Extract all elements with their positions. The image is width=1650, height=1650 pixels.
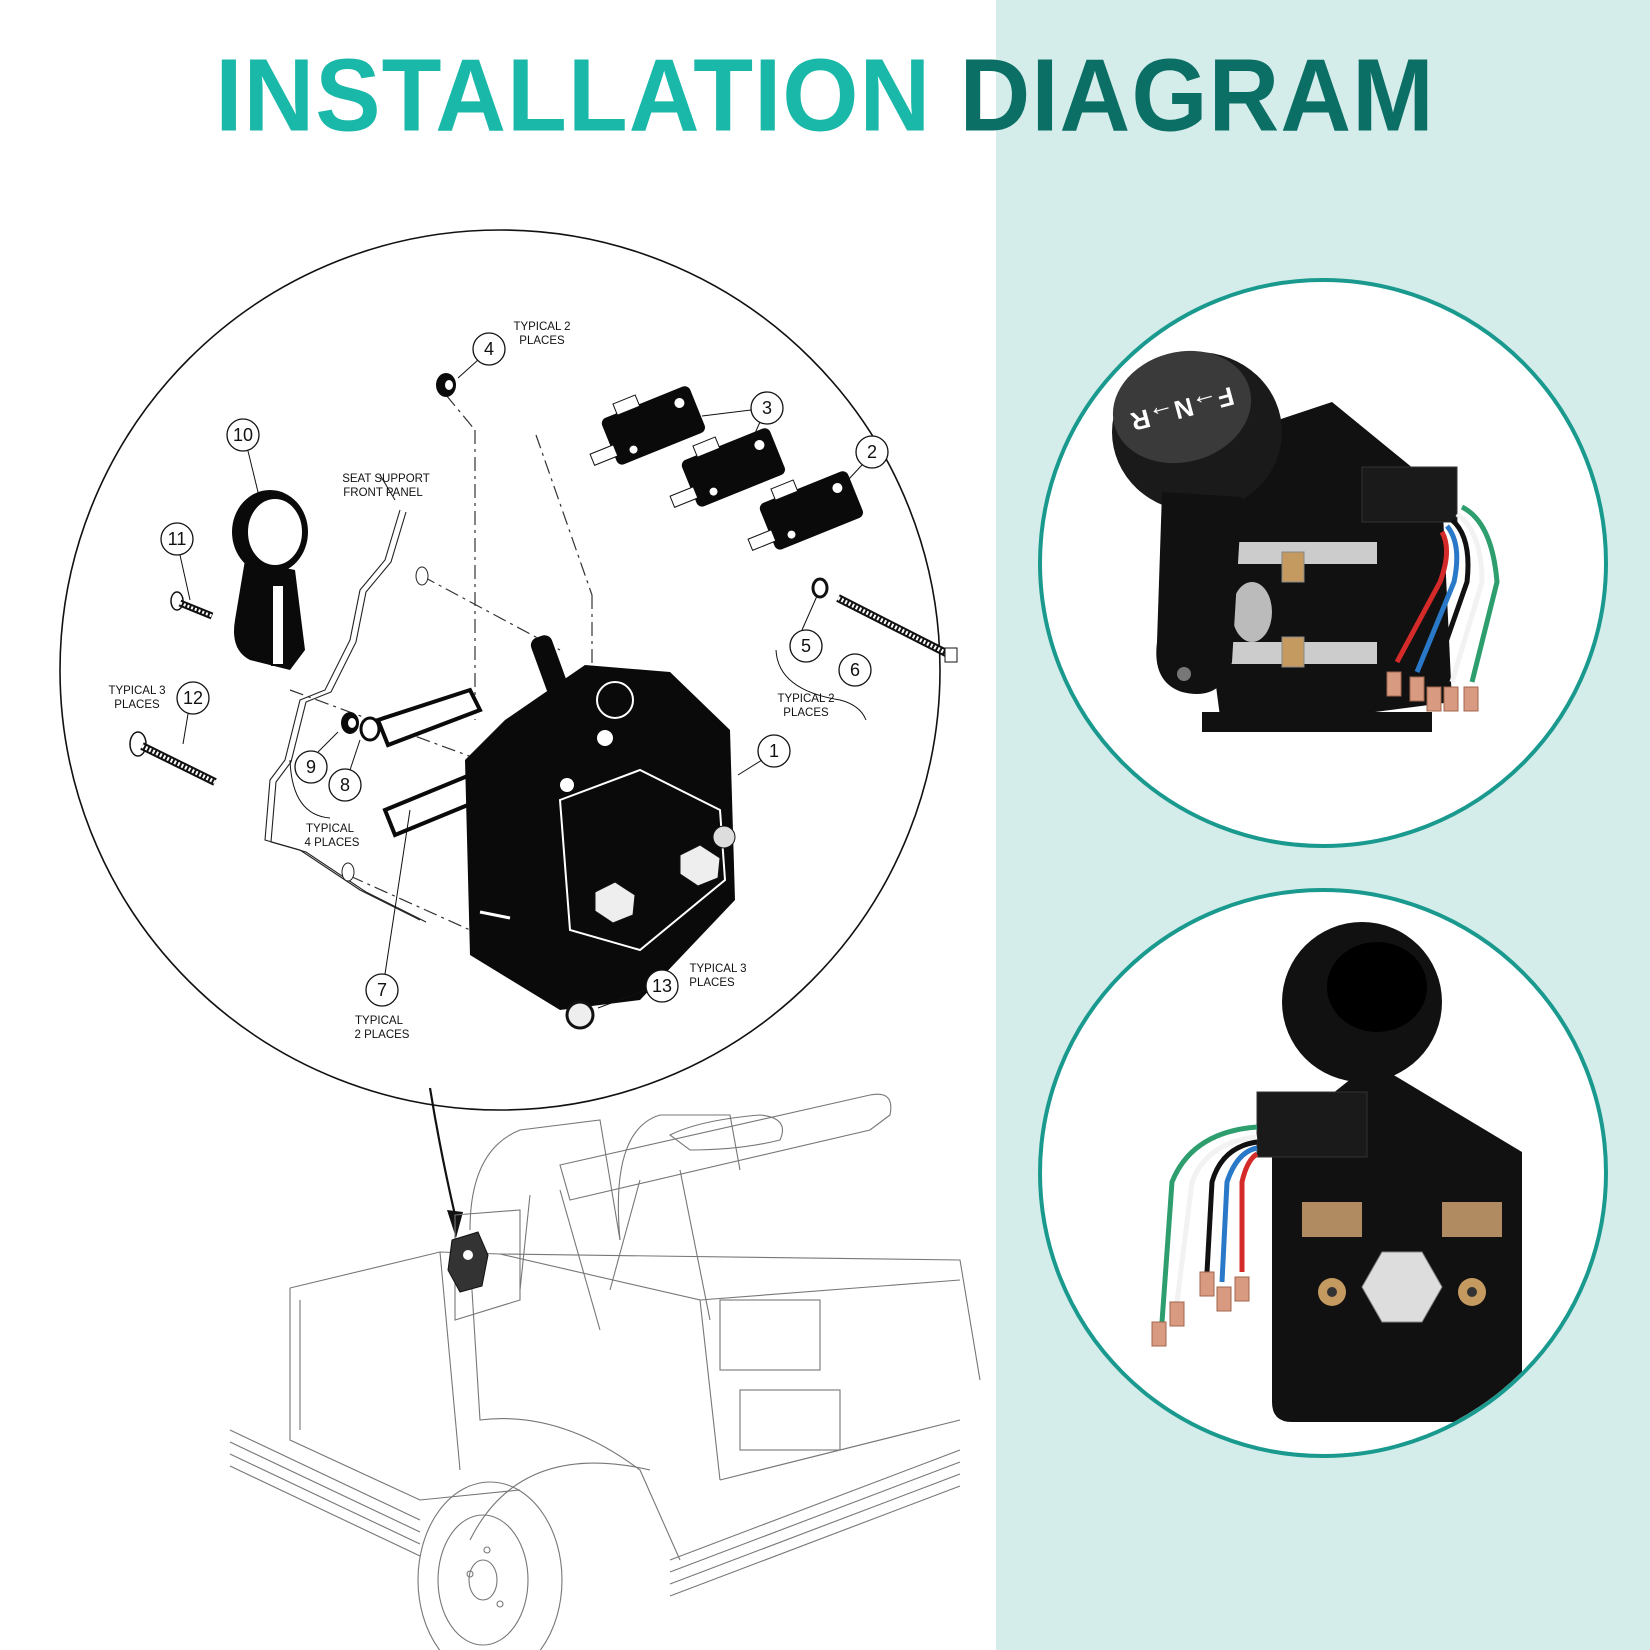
detail-circle (59, 229, 941, 1111)
switch-front-illustration: F→N→R (1112, 350, 1500, 732)
svg-text:13: 13 (652, 976, 672, 996)
nut-and-washer-parts (341, 712, 381, 742)
svg-text:6: 6 (850, 660, 860, 680)
switch-housing-part (465, 635, 736, 1030)
seat-support-panel (264, 474, 427, 923)
long-screw-part (811, 577, 958, 663)
bracket-plates (375, 687, 483, 838)
label-typical-2-places-c: TYPICAL (355, 1015, 404, 1027)
product-photo-front: F→N→R (1038, 278, 1608, 848)
micro-switches (589, 386, 864, 551)
shift-handle-part (232, 490, 308, 670)
svg-text:2 PLACES: 2 PLACES (355, 1029, 410, 1041)
svg-text:PLACES: PLACES (689, 977, 735, 989)
label-typical-3-places-b: TYPICAL 3 (689, 963, 746, 975)
label-seat-support: SEAT SUPPORT (342, 473, 430, 485)
svg-text:1: 1 (769, 741, 779, 761)
panel-hole (341, 862, 355, 882)
label-typical-3-places: TYPICAL 3 (108, 685, 165, 697)
callout-bubbles (160, 332, 889, 1007)
svg-text:9: 9 (306, 757, 316, 777)
top-nut-part (436, 373, 456, 397)
svg-text:4 PLACES: 4 PLACES (305, 837, 360, 849)
svg-text:12: 12 (183, 688, 203, 708)
svg-text:PLACES: PLACES (114, 699, 160, 711)
title-word-diagram: DIAGRAM (959, 37, 1435, 153)
svg-text:4: 4 (484, 339, 494, 359)
location-arrow (428, 1087, 457, 1216)
svg-text:8: 8 (340, 775, 350, 795)
svg-text:5: 5 (801, 636, 811, 656)
handle-screw-part (170, 591, 214, 620)
svg-text:3: 3 (762, 398, 772, 418)
label-typical-2-places-b: TYPICAL 2 (777, 693, 834, 705)
switch-back-illustration (1151, 922, 1522, 1422)
label-typical-4-places: TYPICAL (306, 823, 355, 835)
svg-text:7: 7 (377, 980, 387, 1000)
diagram-labels: TYPICAL 2 PLACES SEAT SUPPORT FRONT PANE… (108, 321, 834, 1041)
svg-text:PLACES: PLACES (783, 707, 829, 719)
mounting-bolt-part (129, 731, 217, 786)
title-word-installation: INSTALLATION (215, 37, 932, 153)
svg-text:FRONT PANEL: FRONT PANEL (343, 487, 423, 499)
svg-text:10: 10 (233, 425, 253, 445)
label-typical-2-places: TYPICAL 2 (513, 321, 570, 333)
callout-numbers: 4 3 2 10 11 12 9 8 5 6 1 7 13 (168, 339, 877, 1000)
svg-text:2: 2 (867, 442, 877, 462)
svg-text:PLACES: PLACES (519, 335, 565, 347)
page-title: INSTALLATION DIAGRAM (0, 37, 1650, 153)
product-photo-back (1038, 888, 1608, 1458)
svg-text:11: 11 (168, 529, 187, 549)
cart-switch-thumbnail (447, 1231, 489, 1293)
golf-cart-drawing (229, 1093, 981, 1650)
panel-hole (415, 566, 429, 586)
callout-leaders (179, 359, 867, 1009)
exploded-diagram: 4 3 2 10 11 12 9 8 5 6 1 7 13 TYPICAL 2 … (59, 229, 981, 1650)
